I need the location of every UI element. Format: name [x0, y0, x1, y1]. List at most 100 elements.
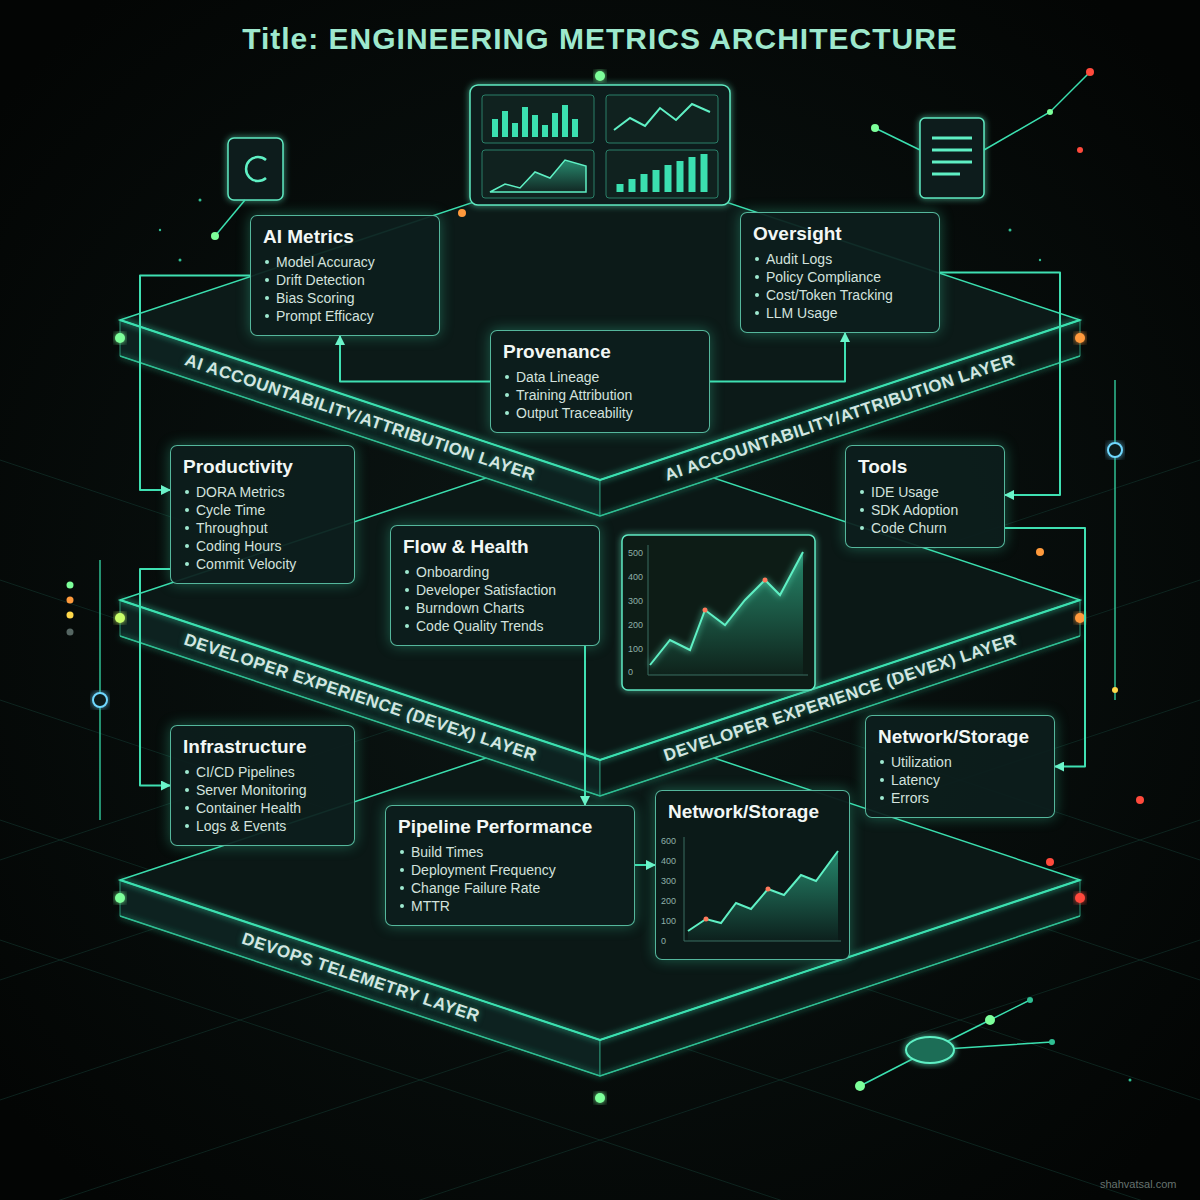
connector — [340, 336, 490, 382]
metric-row: Drift Detection — [263, 271, 425, 289]
bullet-dot — [405, 570, 409, 574]
status-dot — [115, 893, 125, 903]
bullet-dot — [755, 257, 759, 261]
status-dot — [595, 1093, 605, 1103]
metric-row: Throughput — [183, 519, 340, 537]
chart-axis — [648, 545, 808, 675]
bullet-dot — [880, 760, 884, 764]
metric-row: Cost/Token Tracking — [753, 286, 925, 304]
bullet-dot — [755, 293, 759, 297]
mini-area — [490, 160, 586, 192]
hub-node — [855, 997, 1055, 1091]
metric-text: Model Accuracy — [276, 253, 375, 271]
metric-row: Prompt Efficacy — [263, 307, 425, 325]
bullet-dot — [400, 904, 404, 908]
metric-card: ProvenanceData LineageTraining Attributi… — [490, 330, 710, 433]
axis-label: 300 — [628, 596, 643, 606]
dot — [159, 229, 161, 231]
metric-text: Server Monitoring — [196, 781, 307, 799]
bullet-dot — [405, 588, 409, 592]
bullet-dot — [265, 314, 269, 318]
metric-text: Coding Hours — [196, 537, 282, 555]
axis-label: 200 — [628, 620, 643, 630]
metric-text: LLM Usage — [766, 304, 838, 322]
layer-band: DEVOPS TELEMETRY LAYER InfrastructureCI/C… — [100, 700, 1100, 1100]
metric-row: Output Traceability — [503, 404, 695, 422]
axis-label: 400 — [661, 856, 676, 866]
metric-text: Deployment Frequency — [411, 861, 556, 879]
bullet-dot — [185, 544, 189, 548]
metric-text: Commit Velocity — [196, 555, 296, 573]
metric-text: IDE Usage — [871, 483, 939, 501]
wire-dot — [1046, 858, 1054, 866]
watermark: shahvatsal.com — [1100, 1178, 1176, 1191]
bullet-dot — [185, 770, 189, 774]
metric-row: Coding Hours — [183, 537, 340, 555]
mini-line — [614, 104, 710, 130]
metric-row: Audit Logs — [753, 250, 925, 268]
dashboard-panel — [458, 71, 730, 217]
chart-frame — [622, 535, 815, 690]
metric-row: Latency — [878, 771, 1040, 789]
wire-dot — [855, 1081, 865, 1091]
bullet-dot — [185, 806, 189, 810]
document-icon — [871, 68, 1094, 198]
wire-dot — [1136, 796, 1144, 804]
connector — [140, 569, 170, 786]
mini-bars — [495, 105, 575, 137]
bullet-dot — [755, 275, 759, 279]
metric-row: Deployment Frequency — [398, 861, 620, 879]
metric-text: Container Health — [196, 799, 301, 817]
status-dot — [115, 333, 125, 343]
card-heading: Provenance — [503, 340, 695, 364]
metric-row: Code Churn — [858, 519, 990, 537]
metric-card: Pipeline PerformanceBuild TimesDeploymen… — [385, 805, 635, 926]
metric-row: Onboarding — [403, 563, 585, 581]
bullet-dot — [860, 508, 864, 512]
metric-card: InfrastructureCI/CD PipelinesServer Moni… — [170, 725, 355, 846]
metric-card: ToolsIDE UsageSDK AdoptionCode Churn — [845, 445, 1005, 548]
metric-text: Policy Compliance — [766, 268, 881, 286]
dashboard-frame — [470, 85, 730, 205]
bullet-dot — [860, 490, 864, 494]
card-heading: Productivity — [183, 455, 340, 479]
metric-row: DORA Metrics — [183, 483, 340, 501]
wire-dot — [67, 582, 74, 589]
bullet-dot — [185, 824, 189, 828]
metric-text: Cycle Time — [196, 501, 265, 519]
axis-label: 400 — [628, 572, 643, 582]
chart-line — [688, 851, 838, 931]
status-dot — [115, 613, 125, 623]
bullet-dot — [265, 296, 269, 300]
dot — [1009, 229, 1012, 232]
card-heading: Pipeline Performance — [398, 815, 620, 839]
dot — [199, 199, 202, 202]
diagram-title: Title: ENGINEERING METRICS ARCHITECTURE — [0, 22, 1200, 56]
metric-text: Burndown Charts — [416, 599, 524, 617]
chart-point — [704, 917, 709, 922]
metric-text: MTTR — [411, 897, 450, 915]
wire-dot — [1027, 997, 1033, 1003]
metric-row: Utilization — [878, 753, 1040, 771]
metric-text: Prompt Efficacy — [276, 307, 374, 325]
bullet-dot — [400, 886, 404, 890]
bullet-dot — [505, 393, 509, 397]
metric-text: Latency — [891, 771, 940, 789]
axis-label: 600 — [661, 836, 676, 846]
metric-row: Commit Velocity — [183, 555, 340, 573]
connector — [710, 333, 845, 382]
bullet-dot — [265, 278, 269, 282]
axis-label: 100 — [628, 644, 643, 654]
axis-label: 300 — [661, 876, 676, 886]
metric-row: Server Monitoring — [183, 781, 340, 799]
bullet-dot — [400, 850, 404, 854]
metric-text: Cost/Token Tracking — [766, 286, 893, 304]
axis-label: 500 — [628, 548, 643, 558]
chart-area — [688, 851, 838, 941]
metric-text: DORA Metrics — [196, 483, 285, 501]
metric-row: MTTR — [398, 897, 620, 915]
layer-label: DEVOPS TELEMETRY LAYER — [239, 929, 482, 1027]
chart-card: Network/Storage — [655, 790, 850, 960]
chart-axis — [684, 837, 841, 941]
metric-text: CI/CD Pipelines — [196, 763, 295, 781]
